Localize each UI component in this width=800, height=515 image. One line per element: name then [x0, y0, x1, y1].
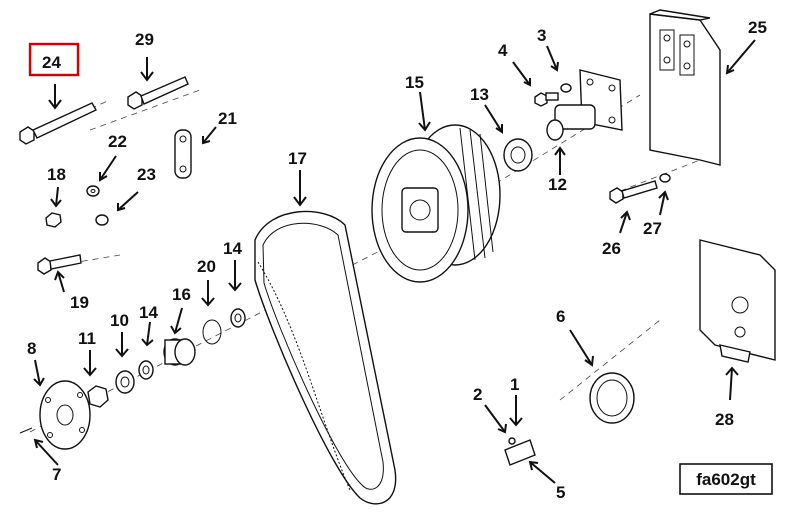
washer-27 — [659, 173, 671, 183]
sleeve-16 — [163, 338, 196, 366]
callout-15: 15 — [405, 73, 424, 92]
callout-12: 12 — [548, 175, 567, 194]
callout-4: 4 — [498, 41, 508, 60]
callout-13: 13 — [470, 85, 489, 104]
bolt-24 — [19, 102, 97, 145]
pulley-15 — [371, 124, 501, 283]
bolt-29 — [127, 76, 189, 110]
callout-24-highlight-box — [28, 42, 80, 77]
nut-18 — [45, 212, 62, 228]
link-plate-21 — [174, 129, 192, 179]
callout-18: 18 — [47, 165, 66, 184]
screw-7 — [19, 427, 33, 434]
callout-24: 24 — [42, 53, 61, 72]
callout-26: 26 — [602, 239, 621, 258]
bolt-26 — [609, 180, 658, 204]
callout-6: 6 — [556, 307, 565, 326]
callout-labels: 24 29 21 22 18 23 19 17 15 13 4 3 12 25 … — [27, 18, 767, 502]
callout-29: 29 — [135, 30, 154, 49]
snap-ring-20 — [202, 319, 222, 345]
bolt-4 — [534, 92, 559, 107]
mount-plate-28 — [699, 239, 776, 363]
spacer-10 — [115, 370, 135, 394]
callout-10: 10 — [110, 311, 129, 330]
callout-3: 3 — [537, 26, 546, 45]
callout-2: 2 — [473, 385, 482, 404]
callout-17: 17 — [288, 149, 307, 168]
figure-id: fa602gt — [696, 470, 756, 489]
bearing-13 — [503, 138, 533, 172]
callout-5: 5 — [556, 483, 565, 502]
washer-23 — [95, 214, 109, 226]
washer-14-upper — [230, 308, 246, 328]
nut-11 — [87, 385, 109, 408]
shaft-assembly-12 — [546, 69, 623, 141]
callout-8: 8 — [27, 339, 36, 358]
callout-23: 23 — [137, 165, 156, 184]
washer-14-lower — [138, 360, 154, 380]
callout-leaders — [33, 39, 756, 484]
callout-28: 28 — [715, 410, 734, 429]
callout-27: 27 — [643, 219, 662, 238]
washer-3 — [560, 83, 572, 93]
hub-8 — [39, 380, 91, 450]
callout-21: 21 — [218, 109, 237, 128]
callout-19: 19 — [70, 293, 89, 312]
callout-16: 16 — [172, 285, 191, 304]
callout-20: 20 — [197, 257, 216, 276]
callout-1: 1 — [510, 375, 519, 394]
callout-14-upper: 14 — [223, 239, 242, 258]
washer-22 — [86, 185, 100, 197]
figure-id-box: fa602gt — [679, 463, 773, 495]
small-parts-1-2-5 — [504, 437, 536, 466]
belt-17 — [254, 210, 397, 505]
bolt-19 — [37, 254, 82, 275]
callout-14-lower: 14 — [139, 303, 158, 322]
callout-25: 25 — [748, 18, 767, 37]
callout-7: 7 — [52, 465, 61, 484]
callout-11: 11 — [78, 329, 96, 348]
bracket-25 — [649, 9, 721, 166]
seal-6 — [589, 372, 635, 424]
callout-22: 22 — [108, 132, 127, 151]
